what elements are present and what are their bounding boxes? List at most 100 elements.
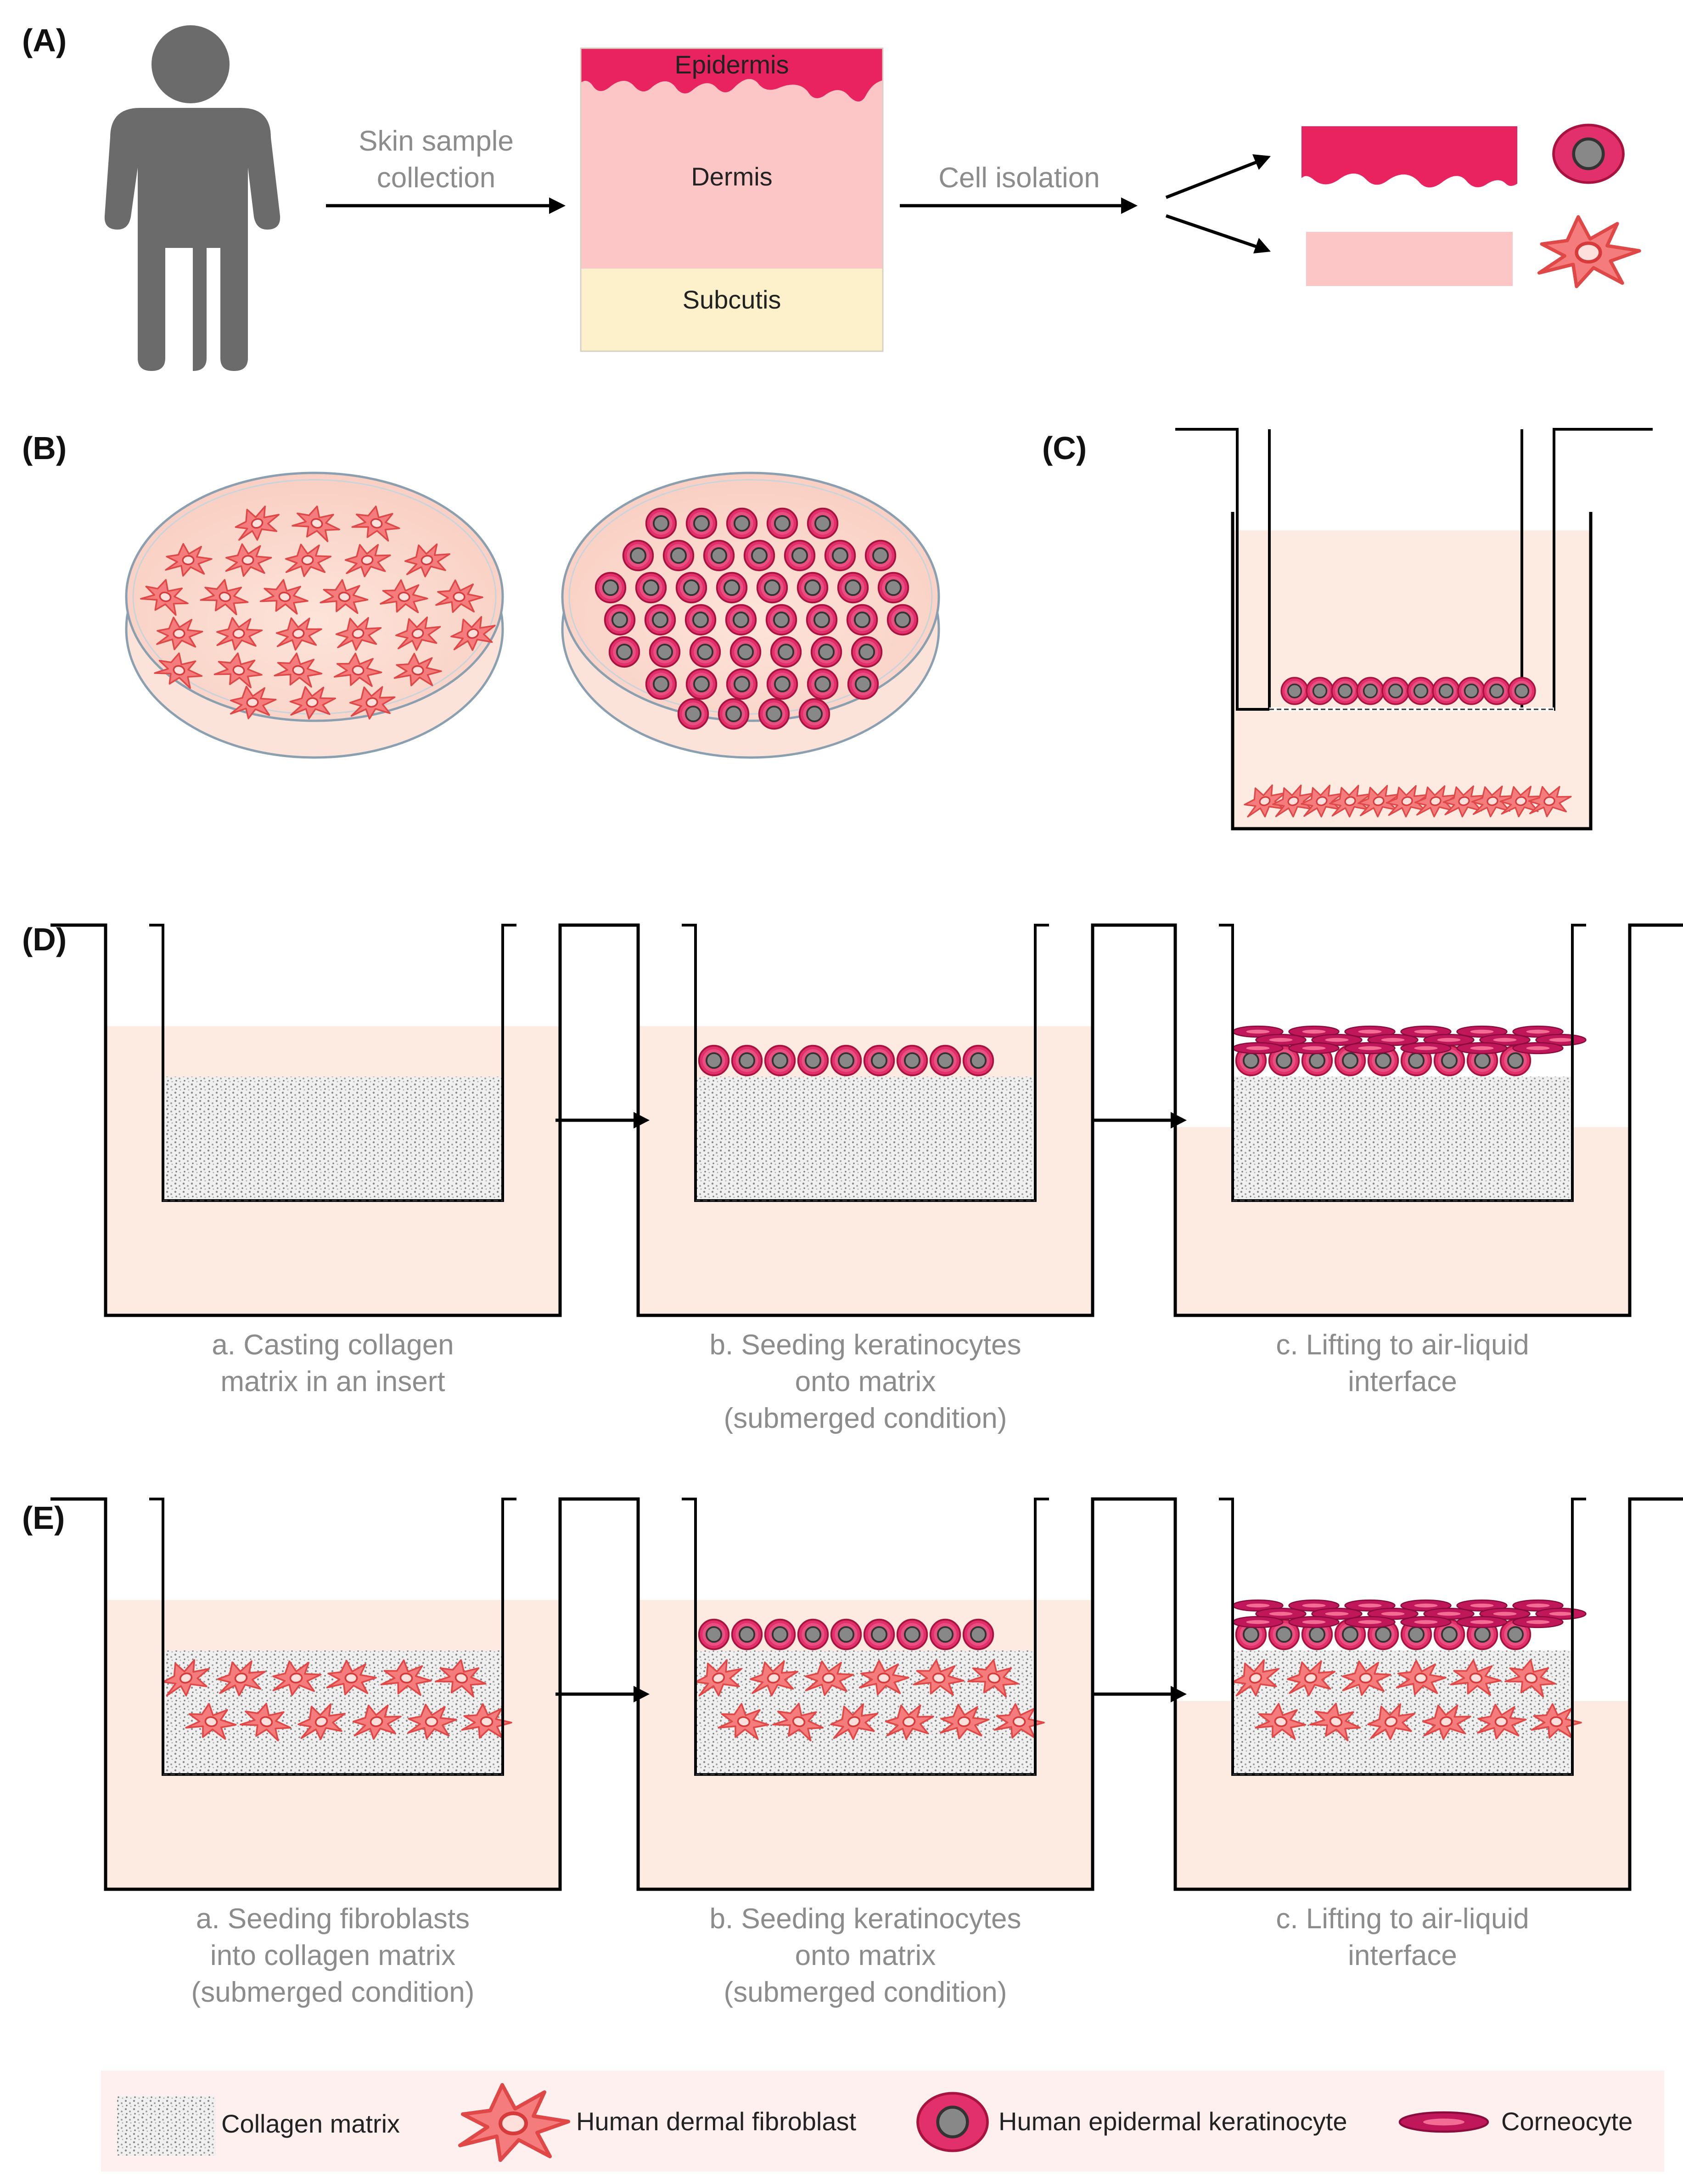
matrix-keratinocyte — [830, 1044, 862, 1077]
matrix-keratinocyte — [764, 1044, 796, 1077]
dish-keratinocyte — [685, 507, 718, 539]
dish-keratinocyte — [807, 668, 839, 700]
dish-keratinocyte — [662, 539, 695, 572]
panel-e-caption-1: into collagen matrix — [210, 1940, 455, 1971]
dish-keratinocyte — [851, 636, 883, 668]
panel-d-caption-2: (submerged condition) — [724, 1403, 1007, 1434]
dish-keratinocyte — [645, 507, 677, 539]
dish-keratinocyte — [718, 698, 750, 730]
dish-keratinocyte — [810, 636, 842, 668]
panel-a-label: (A) — [22, 22, 67, 58]
isolated-keratinocyte — [1552, 124, 1625, 184]
matrix-keratinocyte — [863, 1044, 895, 1077]
skin-cross-section: Epidermis Dermis Subcutis — [580, 47, 884, 352]
dish-keratinocyte — [864, 539, 897, 572]
insert-keratinocyte — [1356, 677, 1385, 705]
panel-d-arrow-2 — [1093, 1112, 1187, 1128]
person-leg-gap — [179, 248, 193, 371]
isolated-dermis — [1306, 232, 1513, 286]
matrix-keratinocyte — [896, 1044, 928, 1077]
dish-keratinocyte — [770, 636, 802, 668]
transwell-d-2 — [583, 923, 1152, 1317]
dish-keratinocyte — [726, 668, 758, 700]
legend-corneocyte-label: Corneocyte — [1501, 2107, 1633, 2136]
panel-e-caption-1: (submerged condition) — [191, 1976, 475, 2008]
matrix-keratinocyte — [731, 1044, 763, 1077]
dish-keratinocyte — [806, 604, 838, 636]
corneocyte — [1456, 1616, 1508, 1628]
legend-corneocyte-icon — [1400, 2112, 1488, 2132]
corneocyte — [1344, 1042, 1396, 1055]
dish-keratinocyte — [766, 668, 798, 700]
transwell-e-2 — [583, 1497, 1152, 1891]
dish-keratinocyte — [608, 636, 640, 668]
step-skin-sample-line1: Skin sample — [359, 125, 514, 157]
dish-keratinocyte — [725, 604, 757, 636]
fibroblast-dish — [125, 472, 504, 759]
matrix-keratinocyte — [929, 1044, 961, 1077]
arrow-isolation — [900, 197, 1138, 214]
transwell-e-1 — [50, 1497, 620, 1891]
arrow-split-up — [1165, 154, 1271, 199]
legend: Collagen matrix Human dermal fibroblast … — [101, 2071, 1664, 2172]
dish-keratinocyte — [622, 539, 654, 572]
corneocyte — [1288, 1042, 1340, 1055]
isolated-epidermis — [1302, 126, 1517, 188]
matrix-keratinocyte — [797, 1044, 829, 1077]
dish-keratinocyte — [766, 507, 798, 539]
corneocyte — [1456, 1042, 1508, 1055]
dish-keratinocyte — [743, 539, 775, 572]
corneocyte — [1400, 1042, 1452, 1055]
dish-keratinocyte — [604, 604, 636, 636]
panel-e-arrow-2 — [1093, 1686, 1187, 1702]
insert-keratinocyte — [1508, 677, 1536, 705]
legend-keratinocyte-icon — [916, 2092, 989, 2152]
panel-d-caption-2: onto matrix — [795, 1366, 936, 1398]
corneocyte — [1232, 1616, 1284, 1628]
dish-keratinocyte — [703, 539, 735, 572]
dish-keratinocyte — [807, 507, 839, 539]
dish-keratinocyte — [877, 572, 909, 604]
dish-keratinocyte — [756, 572, 788, 604]
matrix-keratinocyte — [731, 1618, 763, 1651]
transwell-d-3 — [1120, 923, 1683, 1317]
panel-d-caption-3: interface — [1348, 1366, 1457, 1398]
panel-e-caption-2: onto matrix — [795, 1940, 936, 1971]
dish-keratinocyte — [675, 572, 707, 604]
dish-keratinocyte — [726, 507, 758, 539]
matrix-keratinocyte — [929, 1618, 961, 1651]
dish-keratinocyte — [886, 604, 919, 636]
isolated-fibroblast — [1539, 217, 1639, 286]
legend-keratinocyte-label: Human epidermal keratinocyte — [999, 2107, 1347, 2136]
dish-keratinocyte — [716, 572, 748, 604]
panel-d-label: (D) — [22, 921, 67, 957]
matrix-keratinocyte — [962, 1618, 994, 1651]
panel-e-caption-3: c. Lifting to air-liquid — [1276, 1903, 1529, 1935]
corneocyte — [1344, 1616, 1396, 1628]
dish-keratinocyte — [685, 668, 718, 700]
transwell-e-3 — [1120, 1497, 1683, 1891]
dish-keratinocyte — [677, 698, 709, 730]
panel-e-arrow-1 — [555, 1686, 650, 1702]
panel-e-label: (E) — [22, 1500, 65, 1536]
dish-keratinocyte — [684, 604, 717, 636]
keratinocyte-dish — [561, 472, 940, 759]
dish-keratinocyte — [846, 604, 878, 636]
dish-keratinocyte — [847, 668, 879, 700]
legend-fibroblast-label: Human dermal fibroblast — [576, 2107, 856, 2136]
person-icon — [104, 25, 280, 371]
dish-keratinocyte — [645, 668, 677, 700]
dish-keratinocyte — [644, 604, 676, 636]
matrix-keratinocyte — [863, 1618, 895, 1651]
panel-e-caption-2: (submerged condition) — [724, 1976, 1007, 2008]
corneocyte — [1232, 1042, 1284, 1055]
dish-keratinocyte — [765, 604, 797, 636]
coculture-transwell — [1175, 428, 1653, 831]
insert-keratinocyte — [1280, 677, 1309, 705]
dish-keratinocyte — [797, 572, 829, 604]
insert-keratinocyte — [1432, 677, 1460, 705]
subcutis-label: Subcutis — [683, 285, 781, 314]
panel-e-caption-3: interface — [1348, 1940, 1457, 1971]
step-skin-sample-line2: collection — [377, 162, 495, 194]
panel-e-caption-2: b. Seeding keratinocytes — [710, 1903, 1021, 1935]
